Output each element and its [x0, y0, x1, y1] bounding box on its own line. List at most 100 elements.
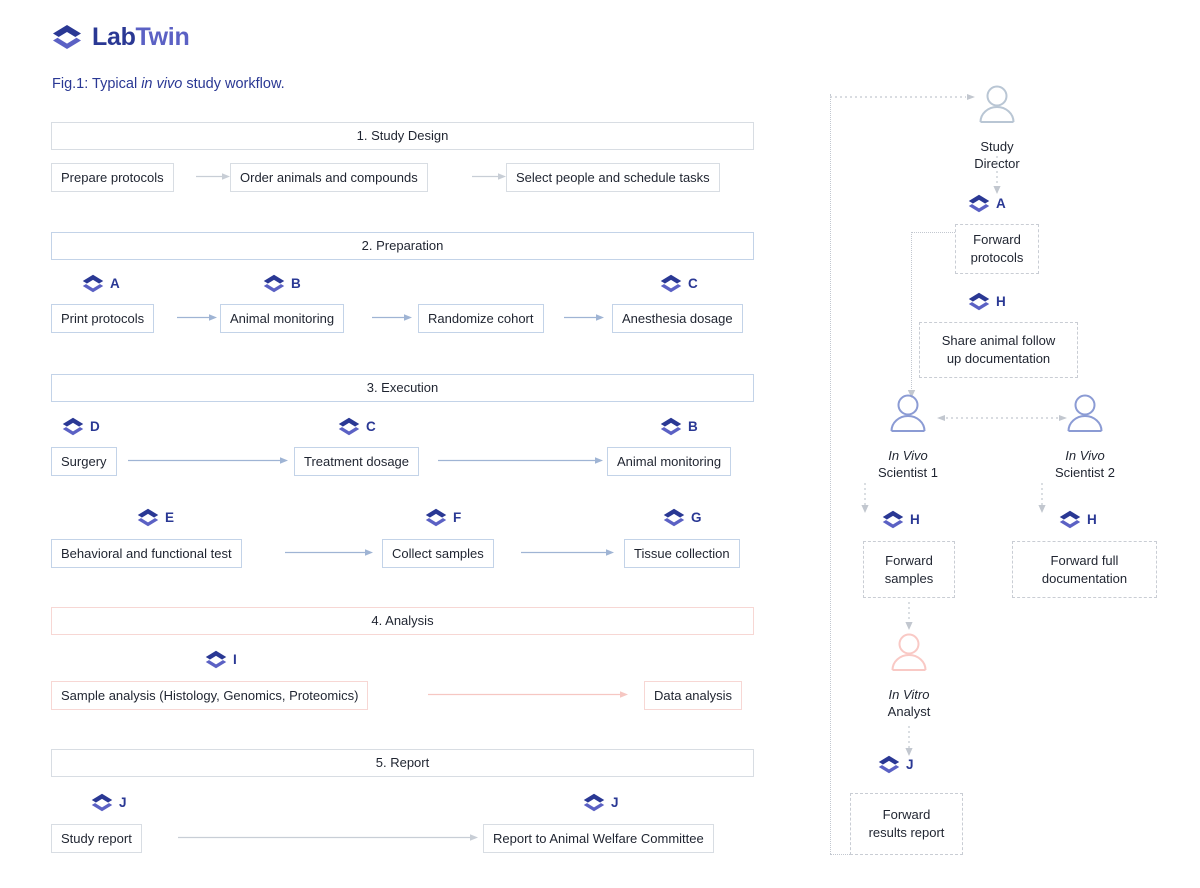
caption-italic: in vivo	[141, 76, 183, 92]
action-line2: samples	[884, 570, 934, 586]
action-forward-protocols[interactable]: Forward protocols	[955, 224, 1039, 274]
labtwin-diamond-logo-icon	[52, 24, 82, 50]
arrow-icon	[521, 548, 614, 557]
person-icon	[886, 393, 930, 442]
labtwin-diamond-icon	[660, 417, 682, 436]
arrow-icon	[372, 313, 412, 322]
node-print-protocols[interactable]: Print protocols	[51, 304, 155, 333]
action-line1: Forward full	[1050, 552, 1119, 568]
labtwin-diamond-icon	[205, 650, 227, 669]
connector-samples-to-analyst	[903, 602, 915, 630]
node-behavioral-test[interactable]: Behavioral and functional test	[51, 539, 242, 568]
role-scientist-2: In Vivo Scientist 2	[1020, 393, 1150, 481]
labtwin-diamond-icon	[425, 508, 447, 527]
node-prepare-protocols[interactable]: Prepare protocols	[51, 163, 174, 192]
tag-letter: A	[996, 195, 1006, 211]
labtwin-diamond-icon	[91, 793, 113, 812]
node-collect-samples[interactable]: Collect samples	[382, 539, 494, 568]
tag-h-forward-samples: H	[882, 510, 920, 529]
action-line2: results report	[868, 825, 945, 840]
arrow-icon	[178, 833, 478, 842]
tag-letter: C	[366, 418, 376, 434]
tag-a-forward-protocols: A	[968, 194, 1006, 213]
tag-letter: B	[291, 275, 301, 291]
action-forward-results[interactable]: Forward results report	[850, 793, 963, 855]
arrow-icon	[196, 172, 230, 181]
person-icon	[975, 84, 1019, 133]
node-report-welfare-committee[interactable]: Report to Animal Welfare Committee	[483, 824, 714, 853]
role-study-director: Study Director	[932, 84, 1062, 172]
tag-j-report-2: J	[583, 793, 619, 812]
tag-f-execution: F	[425, 508, 461, 527]
tag-letter: B	[688, 418, 698, 434]
tag-d-execution: D	[62, 417, 100, 436]
node-sample-analysis[interactable]: Sample analysis (Histology, Genomics, Pr…	[51, 681, 369, 710]
connector-scientists-bidirectional	[937, 410, 1067, 421]
labtwin-diamond-icon	[263, 274, 285, 293]
connector-top-arrow	[830, 89, 975, 100]
node-order-animals[interactable]: Order animals and compounds	[230, 163, 428, 192]
node-randomize-cohort[interactable]: Randomize cohort	[418, 304, 544, 333]
node-tissue-collection[interactable]: Tissue collection	[624, 539, 740, 568]
role-line1: In Vivo	[1065, 448, 1105, 463]
node-treatment-dosage[interactable]: Treatment dosage	[294, 447, 420, 476]
tag-letter: G	[691, 509, 702, 525]
tag-i-analysis: I	[205, 650, 237, 669]
connector-inner-top	[911, 232, 961, 233]
arrow-icon	[472, 172, 506, 181]
tag-c-execution: C	[338, 417, 376, 436]
role-label: Study Director	[974, 138, 1020, 172]
labtwin-diamond-icon	[968, 292, 990, 311]
tag-letter: F	[453, 509, 462, 525]
labtwin-diamond-icon	[1059, 510, 1081, 529]
role-scientist-1: In Vivo Scientist 1	[843, 393, 973, 481]
person-icon	[1063, 393, 1107, 442]
role-line2: Scientist 1	[878, 465, 938, 480]
caption-pre: Fig.1: Typical	[52, 76, 142, 92]
node-data-analysis[interactable]: Data analysis	[644, 681, 743, 710]
role-line1: Study	[980, 139, 1014, 154]
node-study-report[interactable]: Study report	[51, 824, 142, 853]
action-forward-samples[interactable]: Forward samples	[863, 541, 955, 598]
role-label: In Vivo Scientist 2	[1055, 447, 1115, 481]
action-line1: Forward	[973, 232, 1021, 247]
node-surgery[interactable]: Surgery	[51, 447, 117, 476]
connector-director-to-a	[991, 156, 1003, 194]
node-animal-monitoring-prep[interactable]: Animal monitoring	[220, 304, 345, 333]
tag-j-forward-results: J	[878, 755, 914, 774]
arrow-icon	[128, 456, 288, 465]
tag-g-execution: G	[663, 508, 702, 527]
tag-letter: D	[90, 418, 100, 434]
tag-letter: J	[906, 756, 914, 772]
action-line1: Forward	[885, 552, 933, 568]
section-header-study-design: 1. Study Design	[51, 122, 754, 150]
node-anesthesia-dosage[interactable]: Anesthesia dosage	[612, 304, 743, 333]
logo-text-twin: Twin	[135, 22, 190, 51]
action-forward-full-docs[interactable]: Forward full documentation	[1012, 541, 1157, 598]
tag-letter: I	[233, 651, 237, 667]
section-header-execution: 3. Execution	[51, 374, 754, 402]
labtwin-diamond-icon	[338, 417, 360, 436]
connector-inner-vertical	[911, 232, 912, 397]
tag-b-preparation: B	[263, 274, 301, 293]
role-label: In Vitro Analyst	[888, 686, 931, 720]
labtwin-diamond-icon	[660, 274, 682, 293]
arrow-icon	[285, 548, 373, 557]
tag-letter: A	[110, 275, 120, 291]
tag-h-share-docs: H	[968, 292, 1006, 311]
labtwin-diamond-icon	[82, 274, 104, 293]
connector-inner-arrowhead	[906, 385, 917, 398]
section-header-report: 5. Report	[51, 749, 754, 777]
node-animal-monitoring-exec[interactable]: Animal monitoring	[607, 447, 732, 476]
tag-b-execution: B	[660, 417, 698, 436]
action-share-animal-docs[interactable]: Share animal follow up documentation	[919, 322, 1078, 378]
figure-caption: Fig.1: Typical in vivo study workflow.	[52, 76, 285, 92]
tag-c-preparation: C	[660, 274, 698, 293]
arrow-icon	[564, 313, 604, 322]
section-header-analysis: 4. Analysis	[51, 607, 754, 635]
node-select-people[interactable]: Select people and schedule tasks	[506, 163, 720, 192]
labtwin-diamond-icon	[968, 194, 990, 213]
caption-post: study workflow.	[182, 76, 285, 92]
arrow-icon	[438, 456, 603, 465]
action-line1: Forward	[882, 807, 931, 822]
